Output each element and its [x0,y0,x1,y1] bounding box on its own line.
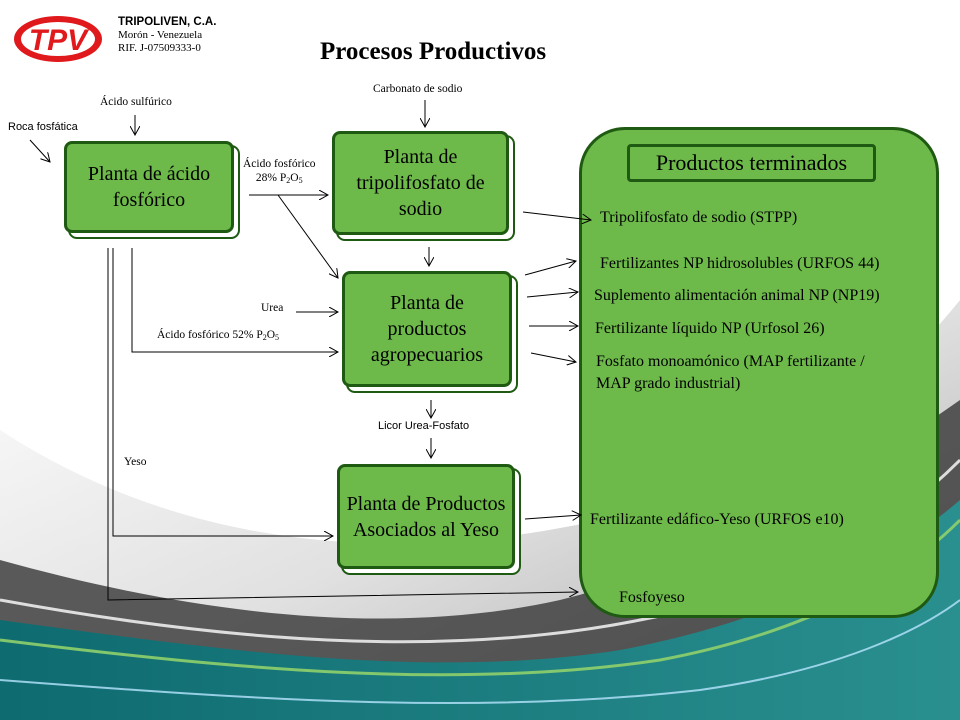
arrow-yeso [112,248,333,536]
products-title: Productos terminados [627,144,876,182]
acido28-sub2: 5 [298,176,303,185]
acido28-sub1: 2 [286,176,291,185]
label-acido-sulfurico: Ácido sulfúrico [100,96,172,108]
acido28-text: 28% P [255,172,287,184]
product-map-line2: MAP grado industrial) [596,375,741,392]
product-urfos-e10: Fertilizante edáfico-Yeso (URFOS e10) [590,511,844,528]
label-acido-28-line1: Ácido fosfórico [243,158,316,170]
label-acido-28-line2: 28% P2O5 [243,171,316,188]
page-title: Procesos Productivos [320,38,547,65]
label-licor: Licor Urea-Fosfato [378,420,470,432]
label-acido-28: Ácido fosfórico 28% P2O5 [243,157,316,188]
arrow-to-e10 [524,515,581,519]
label-urea: Urea [261,302,284,314]
product-map-line1: Fosfato monoamónico (MAP fertilizante / [596,353,865,370]
company-rif: RIF. J-07509333-0 [118,42,201,54]
company-info: TRIPOLIVEN, C.A. Morón - Venezuela RIF. … [118,16,216,55]
product-np19: Suplemento alimentación animal NP (NP19) [594,287,880,304]
label-acido-52: Ácido fosfórico 52% P2O5 [157,329,279,342]
company-name: TRIPOLIVEN, C.A. [118,16,217,28]
label-roca-fosfatica: Roca fosfática [8,121,78,133]
acido52-mid: O [266,329,276,341]
product-urfosol26: Fertilizante líquido NP (Urfosol 26) [595,320,825,337]
company-location: Morón - Venezuela [118,29,203,41]
product-urfos44: Fertilizantes NP hidrosolubles (URFOS 44… [600,255,880,272]
arrow-to-map [530,352,576,362]
acido52-text: Ácido fosfórico 52% P [157,329,263,341]
label-carbonato: Carbonato de sodio [373,83,463,95]
arrow-to-np19 [526,292,578,297]
acido52-sub2: 5 [275,333,280,342]
arrow-to-urfos44 [524,261,576,276]
plant-acido-fosforico: Planta de ácido fosfórico [64,141,234,233]
arrow-roca [29,139,50,162]
arrow-to-stpp [522,211,591,220]
plant-asociados-yeso: Planta de Productos Asociados al Yeso [337,464,515,569]
acido28-mid: O [290,172,299,184]
arrow-acido28-agro [277,194,338,278]
product-stpp: Tripolifosfato de sodio (STPP) [600,209,798,226]
product-fosfoyeso: Fosfoyeso [619,589,685,606]
plant-tripolifosfato: Planta de tripolifosfato de sodio [332,131,509,235]
arrow-acido52 [131,248,338,352]
tpv-logo: TPV [14,16,102,62]
arrow-fosfoyeso [107,248,578,601]
acido52-sub1: 2 [262,333,267,342]
plant-agropecuarios: Planta de productos agropecuarios [342,271,512,387]
logo-text: TPV [29,24,90,57]
label-yeso: Yeso [124,456,147,468]
products-panel [579,127,939,618]
